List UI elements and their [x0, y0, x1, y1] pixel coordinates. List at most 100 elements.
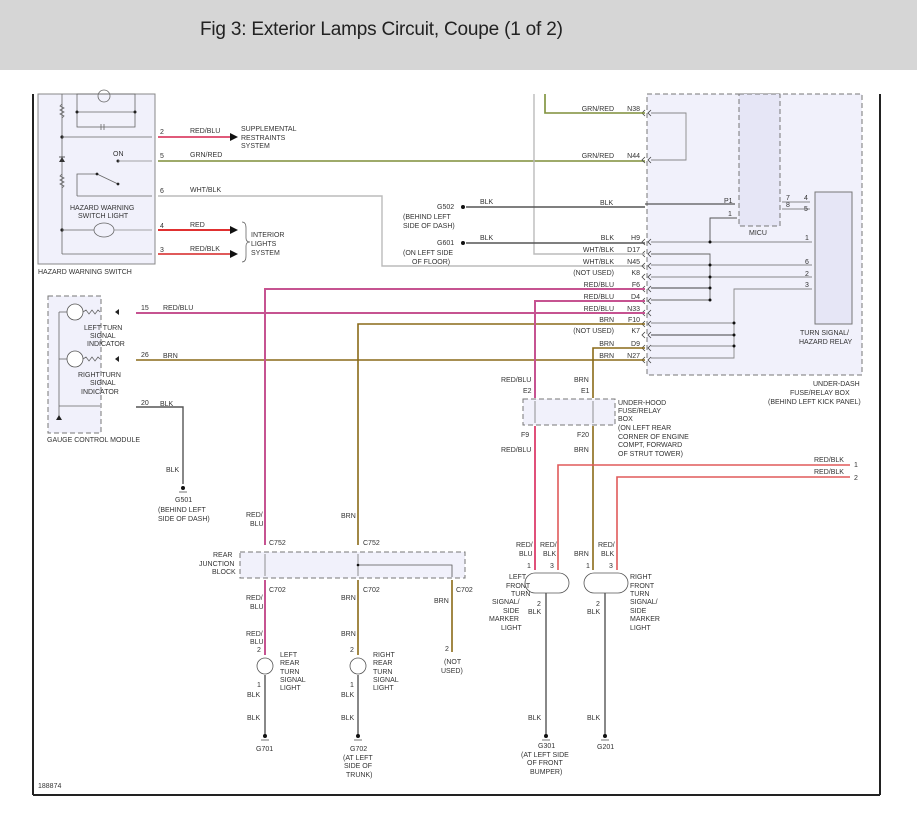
- svg-text:CORNER OF ENGINE: CORNER OF ENGINE: [618, 434, 689, 441]
- svg-text:C702: C702: [456, 587, 473, 594]
- svg-text:BLK: BLK: [528, 715, 542, 722]
- svg-text:20: 20: [141, 400, 149, 407]
- under-dash-fuse-relay-box: MICU TURN SIGNAL/ HAZARD RELAY UNDER-DAS…: [645, 93, 863, 406]
- gauge-control-module: LEFT TURN SIGNAL INDICATOR RIGHT TURN SI…: [47, 295, 140, 444]
- under-hood-fuse-relay-box: RED/BLU BRN E2 E1 F9 F20 RED/BLU BRN UND…: [501, 377, 689, 458]
- hazard-switch-label: HAZARD WARNING SWITCH: [38, 269, 132, 276]
- svg-text:C702: C702: [269, 587, 286, 594]
- fuse-pin-id: K8: [631, 270, 640, 277]
- svg-text:LEFT TURN: LEFT TURN: [84, 325, 122, 332]
- svg-text:FRONT: FRONT: [506, 583, 531, 590]
- svg-text:UNDER-HOOD: UNDER-HOOD: [618, 400, 666, 407]
- svg-text:(AT LEFT: (AT LEFT: [343, 755, 373, 762]
- svg-text:ON: ON: [113, 151, 124, 158]
- svg-text:COMPT, FORWARD: COMPT, FORWARD: [618, 442, 682, 449]
- svg-text:REAR: REAR: [280, 660, 299, 667]
- wire-red-blu-f6: [264, 288, 645, 545]
- svg-text:2: 2: [350, 647, 354, 654]
- rear-junction-block: REAR JUNCTION BLOCK C752 C752 C702 C702 …: [199, 512, 473, 594]
- svg-text:RED/BLK: RED/BLK: [814, 469, 844, 476]
- svg-text:BLK: BLK: [601, 551, 615, 558]
- connector-icon: [641, 238, 652, 246]
- hazard-warning-switch: ON HAZARD WARNING SWITCH LIGHT HAZARD WA…: [37, 89, 156, 276]
- svg-text:LIGHT: LIGHT: [501, 625, 522, 632]
- fuse-pin-wire-label: GRN/RED: [582, 153, 614, 160]
- ground-g502: G502 BLK BLK (BEHIND LEFT SIDE OF DASH): [403, 199, 645, 230]
- svg-text:BLK: BLK: [528, 609, 542, 616]
- fuse-pin-wire-label: BRN: [599, 317, 614, 324]
- fuse-pin-id: H9: [631, 235, 640, 242]
- svg-text:E2: E2: [523, 388, 532, 395]
- fuse-pin-id: N33: [627, 306, 640, 313]
- svg-text:BRN: BRN: [574, 551, 589, 558]
- svg-text:BRN: BRN: [341, 631, 356, 638]
- svg-text:MARKER: MARKER: [489, 616, 519, 623]
- svg-text:BLK: BLK: [160, 401, 174, 408]
- fuse-pin-wire-label: GRN/RED: [582, 106, 614, 113]
- svg-text:LEFT: LEFT: [280, 652, 298, 659]
- svg-text:SUPPLEMENTAL: SUPPLEMENTAL: [241, 126, 297, 133]
- svg-text:8: 8: [786, 202, 790, 209]
- svg-text:LEFT: LEFT: [509, 574, 527, 581]
- svg-text:2: 2: [160, 129, 164, 136]
- svg-text:BUMPER): BUMPER): [530, 769, 562, 776]
- fuse-pin-wire-label: (NOT USED): [573, 270, 614, 277]
- fuse-pin-id: N27: [627, 353, 640, 360]
- svg-text:1: 1: [586, 563, 590, 570]
- fuse-pin-wire-label: BLK: [601, 235, 615, 242]
- svg-text:3: 3: [550, 563, 554, 570]
- svg-text:15: 15: [141, 305, 149, 312]
- svg-text:BRN: BRN: [574, 447, 589, 454]
- svg-text:F9: F9: [521, 432, 529, 439]
- wire-wht-blk-d17: [533, 94, 645, 255]
- svg-text:BRN: BRN: [341, 595, 356, 602]
- fuse-pin-id: N45: [627, 259, 640, 266]
- svg-text:SIDE OF: SIDE OF: [344, 763, 372, 770]
- front-lights: RED/ BLU RED/ BLK BRN RED/ BLK 1 3 2 LEF…: [489, 542, 660, 776]
- svg-text:BRN: BRN: [434, 598, 449, 605]
- svg-text:RED/BLK: RED/BLK: [190, 246, 220, 253]
- svg-text:3: 3: [160, 247, 164, 254]
- fuse-pin-id: D17: [627, 247, 640, 254]
- svg-text:TURN: TURN: [373, 669, 392, 676]
- svg-text:RIGHT TURN: RIGHT TURN: [78, 372, 121, 379]
- svg-text:5: 5: [804, 206, 808, 213]
- gauge-wires: 15 RED/BLU 26 BRN 20 BLK BLK G501 (BEHIN…: [136, 305, 645, 523]
- svg-text:F20: F20: [577, 432, 589, 439]
- svg-text:RED/BLK: RED/BLK: [814, 457, 844, 464]
- connector-icon: [641, 262, 652, 270]
- svg-text:2: 2: [537, 601, 541, 608]
- svg-text:SYSTEM: SYSTEM: [241, 143, 270, 150]
- svg-text:SIGNAL: SIGNAL: [90, 333, 116, 340]
- svg-text:SIGNAL/: SIGNAL/: [492, 599, 520, 606]
- svg-text:TURN: TURN: [511, 591, 530, 598]
- svg-text:BLK: BLK: [247, 715, 261, 722]
- svg-text:P1: P1: [724, 198, 733, 205]
- connector-icon: [641, 273, 652, 281]
- svg-text:BLK: BLK: [341, 692, 355, 699]
- svg-text:1: 1: [257, 682, 261, 689]
- svg-text:SIGNAL: SIGNAL: [373, 677, 399, 684]
- fuse-pin-id: F10: [628, 317, 640, 324]
- svg-text:4: 4: [160, 223, 164, 230]
- svg-text:OF STRUT TOWER): OF STRUT TOWER): [618, 451, 683, 458]
- svg-text:LIGHT: LIGHT: [280, 685, 301, 692]
- figure-header: Fig 3: Exterior Lamps Circuit, Coupe (1 …: [0, 0, 917, 70]
- svg-text:(BEHIND LEFT KICK PANEL): (BEHIND LEFT KICK PANEL): [768, 399, 861, 406]
- fuse-pin-wire-label: RED/BLU: [584, 282, 614, 289]
- svg-text:BLU: BLU: [519, 551, 533, 558]
- svg-text:G701: G701: [256, 746, 273, 753]
- rear-lights-wiring: RED/ BLU BRN BRN RED/ BLU BRN 2 1 LEFT R…: [246, 580, 463, 779]
- svg-text:4: 4: [804, 195, 808, 202]
- svg-text:MARKER: MARKER: [630, 616, 660, 623]
- svg-text:2: 2: [257, 647, 261, 654]
- svg-text:SYSTEM: SYSTEM: [251, 250, 280, 257]
- svg-text:BOX: BOX: [618, 416, 633, 423]
- svg-text:SIDE: SIDE: [503, 608, 520, 615]
- svg-text:G702: G702: [350, 746, 367, 753]
- fuse-pin-wire-label: (NOT USED): [573, 328, 614, 335]
- wire-brn-f10: [357, 323, 645, 545]
- svg-text:1: 1: [805, 235, 809, 242]
- fuse-pin-wire-label: WHT/BLK: [583, 247, 614, 254]
- svg-text:6: 6: [160, 188, 164, 195]
